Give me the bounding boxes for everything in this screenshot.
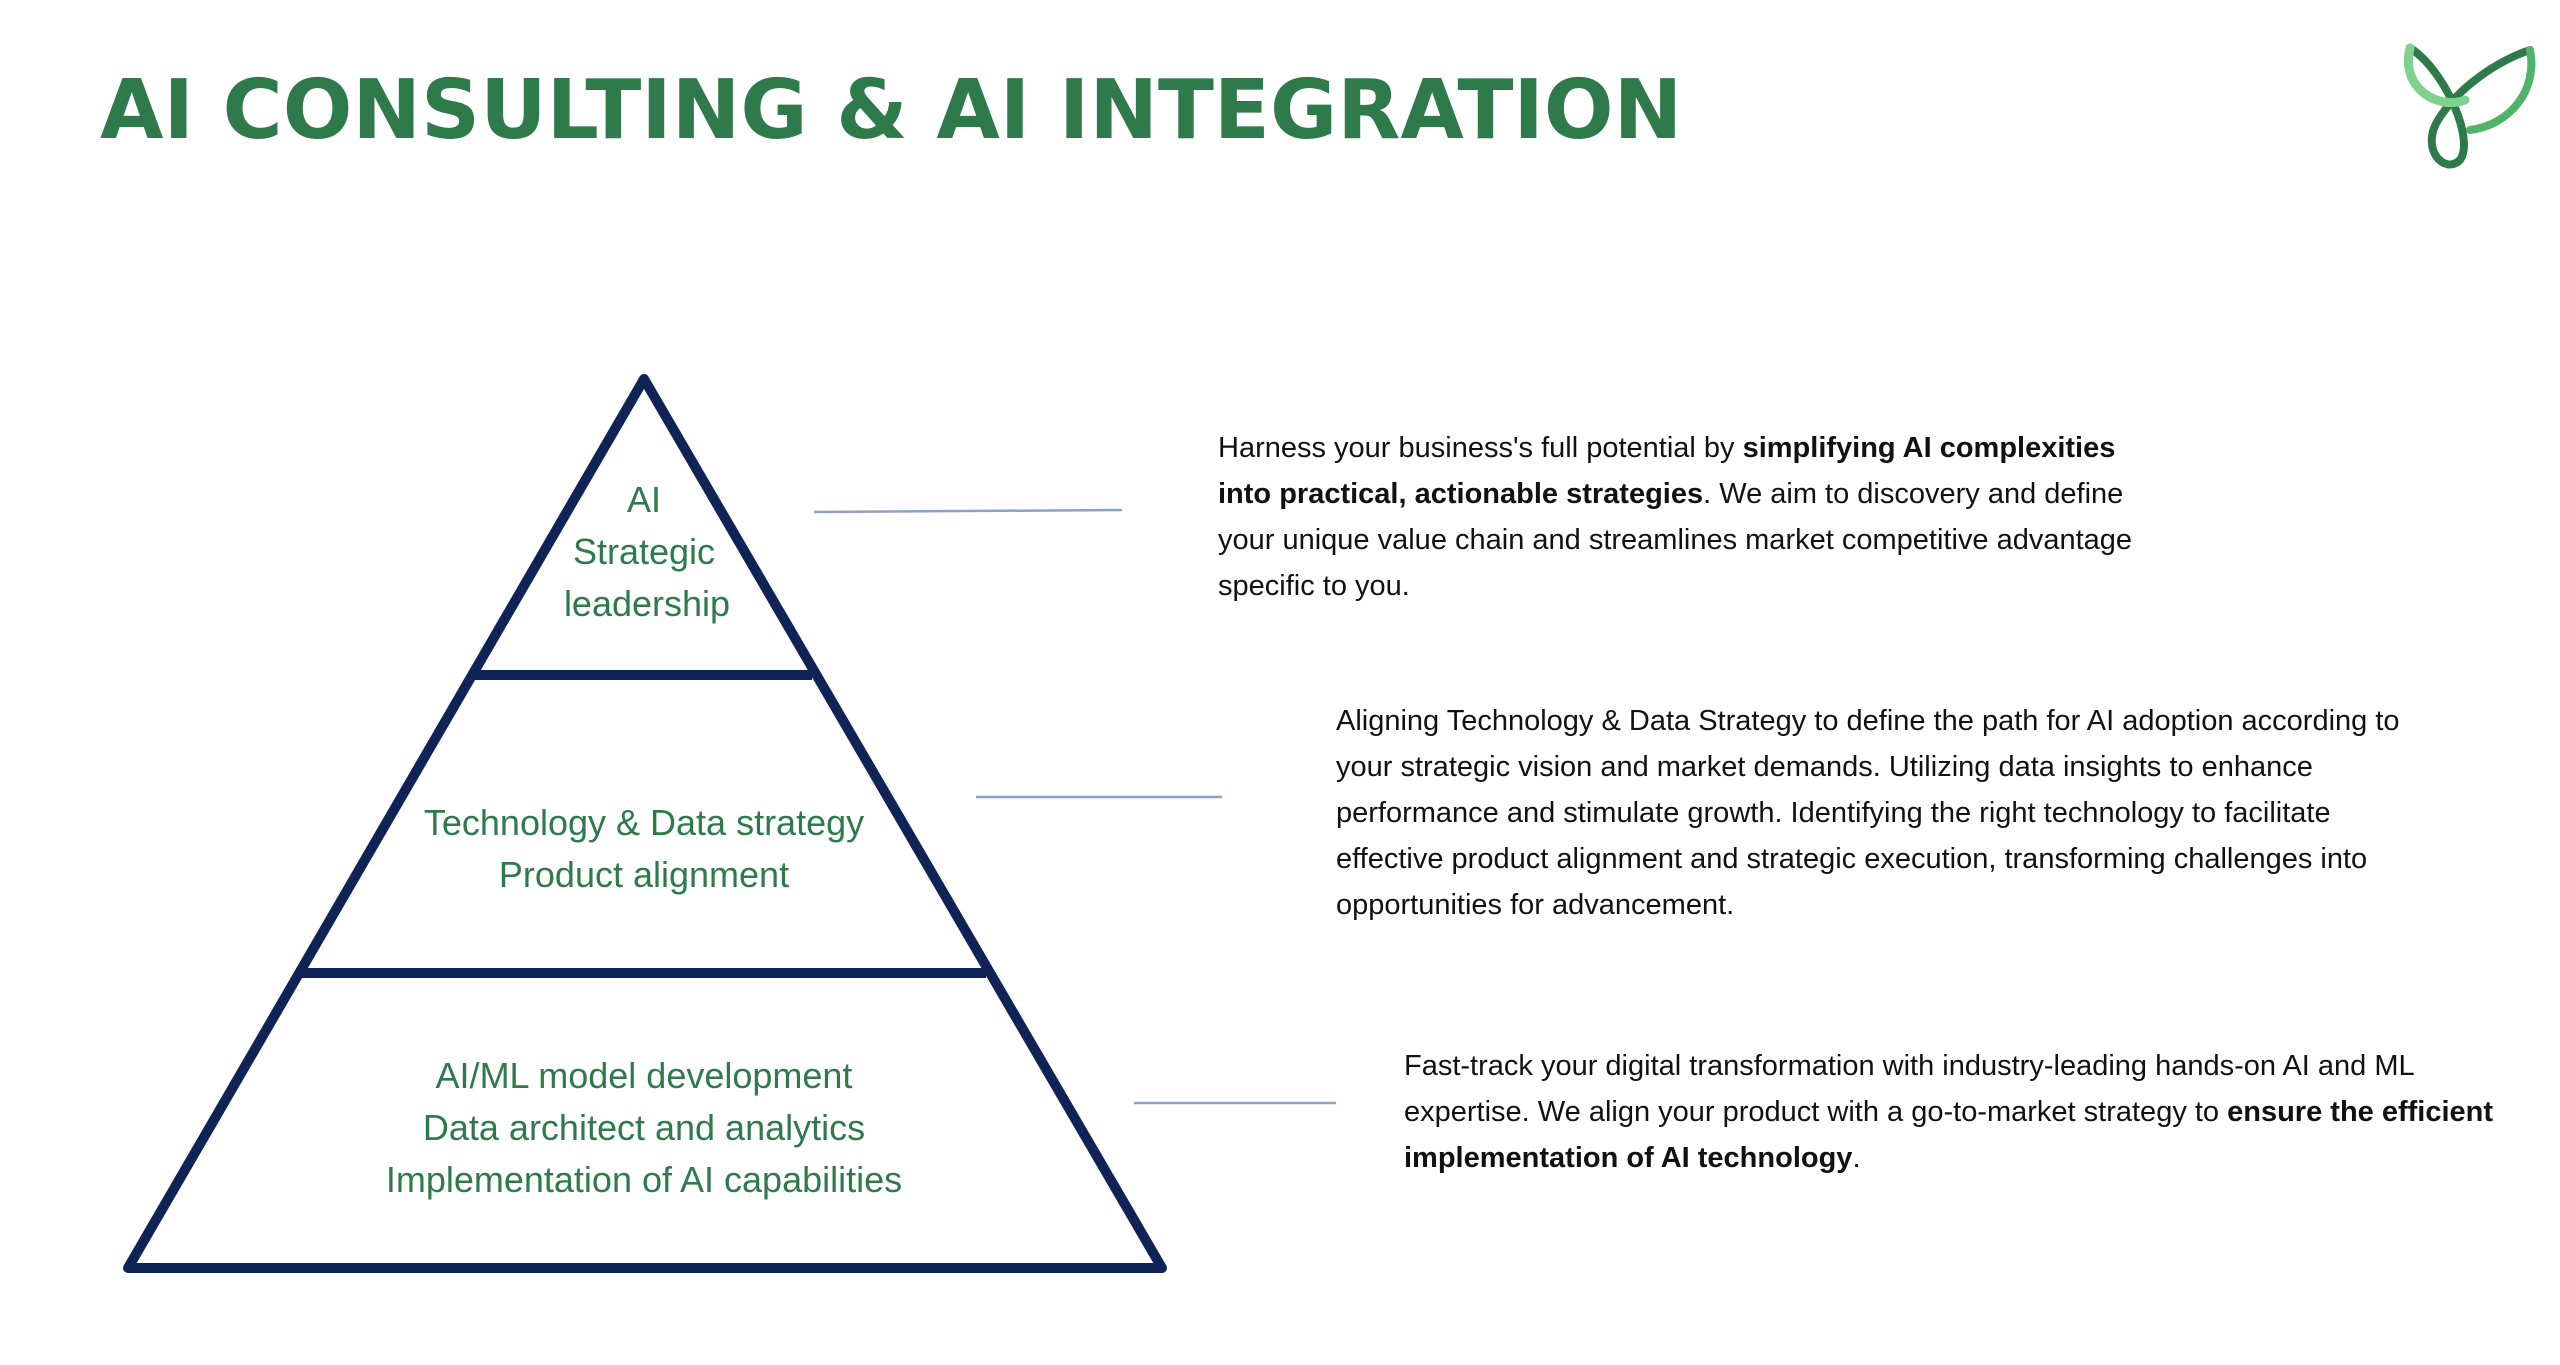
description-aiml-development: Fast-track your digital transformation w… (1404, 1043, 2534, 1181)
tier-line: leadership (563, 583, 731, 624)
tier-line: Data architect and analytics (422, 1107, 866, 1148)
tier-line: Technology & Data strategy (423, 802, 865, 843)
description-text: Fast-track your digital transformation w… (1404, 1050, 2414, 1128)
description-emphasis: ensure the efficient implementation of A… (1404, 1096, 2494, 1174)
description-text: Aligning Technology & Data Strategy to d… (1336, 705, 2400, 921)
pyramid-tier-bottom-text: AI/ML model development Data architect a… (314, 1050, 974, 1206)
tier-line: AI/ML model development (435, 1055, 853, 1096)
tier-line: AI (626, 479, 661, 520)
pyramid-outline (123, 374, 1167, 1273)
pyramid-tier-top-text: AI Strategic leadership (494, 474, 794, 630)
pyramid-tier-middle-text: Technology & Data strategy Product align… (344, 797, 944, 901)
description-text: . (1852, 1142, 1861, 1174)
tier-line: Strategic (572, 531, 716, 572)
description-strategic-leadership: Harness your business's full potential b… (1218, 425, 2138, 609)
description-text: . We aim to discovery and define your un… (1218, 478, 2133, 602)
description-emphasis: simplifying AI complexities into practic… (1218, 432, 2116, 510)
description-text: Harness your business's full potential b… (1218, 432, 1743, 464)
description-technology-data-strategy: Aligning Technology & Data Strategy to d… (1336, 698, 2421, 928)
tier-line: Implementation of AI capabilities (385, 1159, 903, 1200)
connector-line-1 (813, 508, 1123, 514)
page-title: AI CONSULTING & AI INTEGRATION (100, 63, 1683, 158)
tier-line: Product alignment (498, 854, 790, 895)
leaf-loop-logo-icon (2403, 43, 2536, 169)
